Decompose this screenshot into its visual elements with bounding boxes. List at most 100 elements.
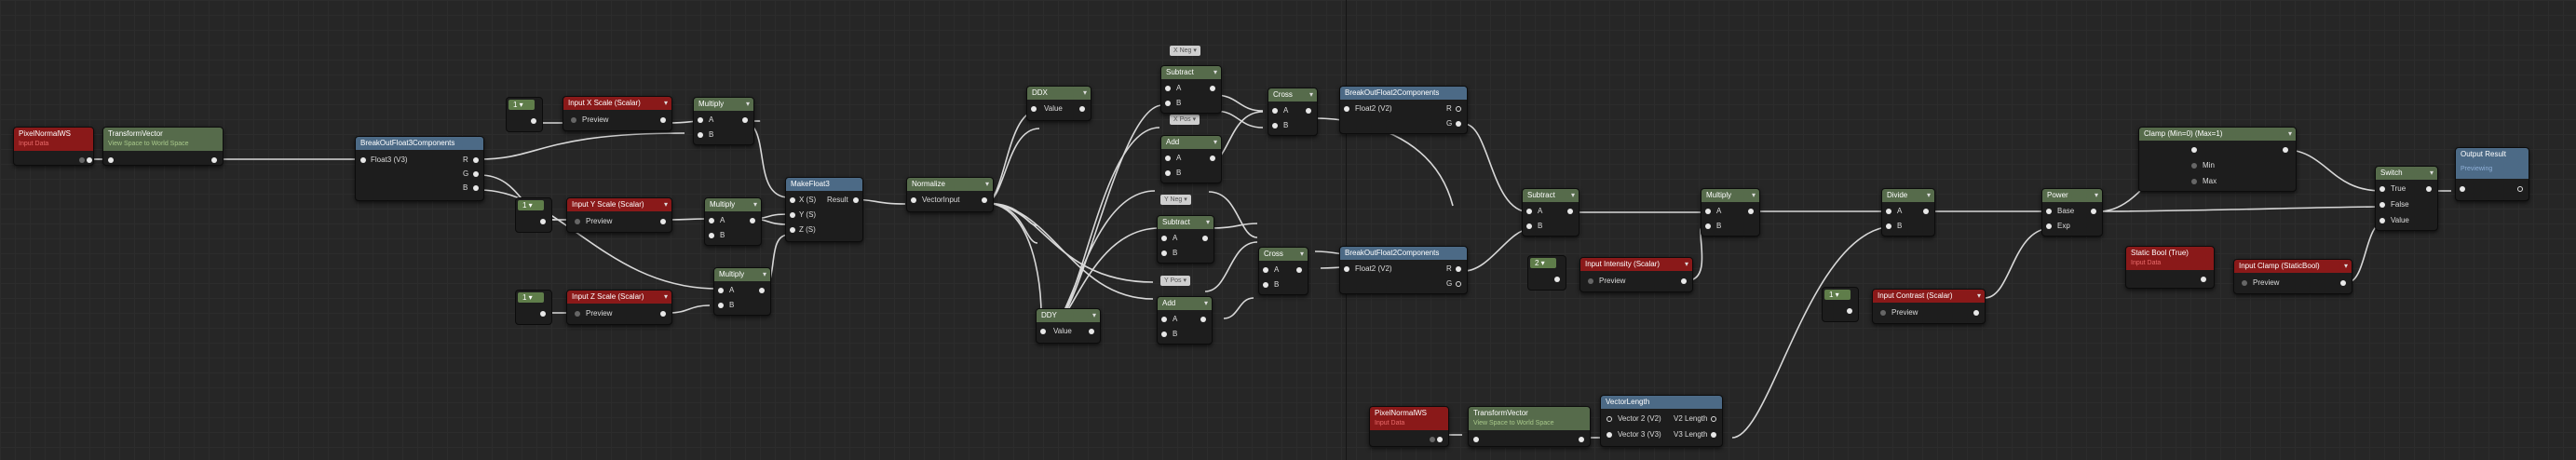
- make-float3-node[interactable]: MakeFloat3 X (S) Y (S) Z (S) Result: [785, 177, 863, 242]
- input-pin-icon[interactable]: [2460, 186, 2465, 192]
- output-pin-icon[interactable]: [1210, 86, 1215, 91]
- output-pin-icon[interactable]: [742, 117, 748, 123]
- output-pin-icon[interactable]: [1681, 278, 1687, 284]
- constant-node[interactable]: 1 ▾: [506, 97, 543, 132]
- input-pin-icon[interactable]: [1263, 267, 1268, 273]
- output-pin-icon[interactable]: [660, 311, 666, 317]
- power-node[interactable]: Power▾ Base Exp: [2041, 188, 2103, 237]
- static-bool-node[interactable]: Static Bool (True)Input Data: [2125, 246, 2215, 289]
- normalize-node[interactable]: Normalize▾ VectorInput: [906, 177, 994, 212]
- break-out-float3-node[interactable]: BreakOutFloat3Components Float3 (V3) R G…: [355, 136, 484, 201]
- output-pin-icon[interactable]: [87, 157, 92, 163]
- output-pin-icon[interactable]: [1200, 317, 1206, 322]
- output-pin-icon[interactable]: [1456, 266, 1461, 272]
- input-pin-icon[interactable]: [1588, 278, 1593, 284]
- output-pin-icon[interactable]: [473, 157, 479, 163]
- cross-node[interactable]: Cross▾ A B: [1258, 247, 1308, 295]
- input-pin-icon[interactable]: [1607, 416, 1612, 422]
- output-pin-icon[interactable]: [1847, 308, 1852, 314]
- input-pin-icon[interactable]: [2046, 223, 2052, 229]
- output-pin-icon[interactable]: [1456, 106, 1461, 112]
- input-pin-icon[interactable]: [2191, 179, 2197, 184]
- output-pin-icon[interactable]: [1567, 209, 1573, 214]
- input-pin-icon[interactable]: [1880, 310, 1886, 316]
- output-pin-icon[interactable]: [660, 219, 666, 224]
- input-pin-icon[interactable]: [2379, 186, 2385, 192]
- output-pin-icon[interactable]: [1296, 267, 1302, 273]
- output-pin-icon[interactable]: [1089, 329, 1094, 334]
- input-pin-icon[interactable]: [911, 197, 916, 203]
- output-pin-icon[interactable]: [1430, 437, 1435, 442]
- input-pin-icon[interactable]: [2191, 147, 2197, 153]
- output-pin-icon[interactable]: [531, 118, 536, 124]
- output-pin-icon[interactable]: [1456, 281, 1461, 287]
- constant-node[interactable]: 2 ▾: [1527, 255, 1566, 291]
- output-pin-icon[interactable]: [2517, 186, 2523, 192]
- cross-node[interactable]: Cross▾ A B: [1268, 88, 1318, 136]
- input-pin-icon[interactable]: [709, 233, 714, 238]
- output-pin-icon[interactable]: [2340, 280, 2346, 286]
- input-pin-icon[interactable]: [698, 117, 703, 123]
- vector-length-node[interactable]: VectorLength Vector 2 (V2) Vector 3 (V3)…: [1600, 395, 1723, 447]
- input-pin-icon[interactable]: [1526, 209, 1532, 214]
- ddx-node[interactable]: DDX▾ Value: [1026, 86, 1091, 121]
- ddy-node[interactable]: DDY▾ Value: [1036, 308, 1101, 344]
- output-pin-icon[interactable]: [79, 157, 85, 163]
- input-y-scale-node[interactable]: Input Y Scale (Scalar)▾ Preview: [566, 197, 672, 233]
- input-pin-icon[interactable]: [1165, 101, 1171, 106]
- output-pin-icon[interactable]: [1456, 121, 1461, 127]
- input-pin-icon[interactable]: [1607, 432, 1612, 438]
- output-pin-icon[interactable]: [211, 157, 217, 163]
- constant-node[interactable]: 1 ▾: [515, 290, 552, 325]
- output-pin-icon[interactable]: [540, 311, 546, 317]
- subtract-node[interactable]: Subtract▾ A B: [1522, 188, 1579, 237]
- add-node[interactable]: Add▾ A B: [1157, 296, 1213, 345]
- input-pin-icon[interactable]: [1165, 156, 1171, 161]
- output-pin-icon[interactable]: [473, 185, 479, 191]
- input-pin-icon[interactable]: [790, 227, 795, 233]
- input-pin-icon[interactable]: [1161, 236, 1167, 241]
- output-pin-icon[interactable]: [2426, 186, 2432, 192]
- output-pin-icon[interactable]: [2201, 277, 2206, 282]
- input-pin-icon[interactable]: [575, 219, 580, 224]
- input-pin-icon[interactable]: [1705, 223, 1711, 229]
- input-pin-icon[interactable]: [1165, 170, 1171, 176]
- input-intensity-node[interactable]: Input Intensity (Scalar)▾ Preview: [1579, 257, 1693, 292]
- input-x-scale-node[interactable]: Input X Scale (Scalar)▾ Preview: [563, 96, 672, 131]
- input-pin-icon[interactable]: [1161, 250, 1167, 256]
- input-pin-icon[interactable]: [709, 218, 714, 223]
- input-pin-icon[interactable]: [790, 197, 795, 203]
- output-pin-icon[interactable]: [1711, 432, 1716, 438]
- output-pin-icon[interactable]: [1306, 108, 1311, 114]
- output-pin-icon[interactable]: [473, 171, 479, 177]
- input-clamp-node[interactable]: Input Clamp (StaticBool)▾ Preview: [2233, 259, 2352, 294]
- input-pin-icon[interactable]: [1272, 108, 1278, 114]
- multiply-node[interactable]: Multiply▾ A B: [713, 267, 771, 316]
- output-pin-icon[interactable]: [660, 117, 666, 123]
- output-pin-icon[interactable]: [1711, 416, 1716, 422]
- output-pin-icon[interactable]: [759, 288, 765, 293]
- output-pin-icon[interactable]: [540, 219, 546, 224]
- output-pin-icon[interactable]: [1973, 310, 1979, 316]
- input-pin-icon[interactable]: [1161, 331, 1167, 337]
- input-pin-icon[interactable]: [575, 311, 580, 317]
- switch-node[interactable]: Switch▾ True False Value: [2375, 166, 2438, 231]
- multiply-node[interactable]: Multiply▾ A B: [704, 197, 762, 246]
- output-pin-icon[interactable]: [2091, 209, 2096, 214]
- constant-node[interactable]: 1 ▾: [1822, 287, 1859, 322]
- input-pin-icon[interactable]: [1526, 223, 1532, 229]
- output-pin-icon[interactable]: [1748, 209, 1754, 214]
- output-pin-icon[interactable]: [2283, 147, 2288, 153]
- break-out-float2-node[interactable]: BreakOutFloat2Components Float2 (V2) R G: [1339, 246, 1468, 294]
- input-pin-icon[interactable]: [1263, 282, 1268, 288]
- input-pin-icon[interactable]: [2379, 218, 2385, 223]
- input-pin-icon[interactable]: [1473, 437, 1479, 442]
- input-pin-icon[interactable]: [1031, 106, 1037, 112]
- input-pin-icon[interactable]: [108, 157, 114, 163]
- input-pin-icon[interactable]: [2379, 202, 2385, 208]
- output-pin-icon[interactable]: [750, 218, 755, 223]
